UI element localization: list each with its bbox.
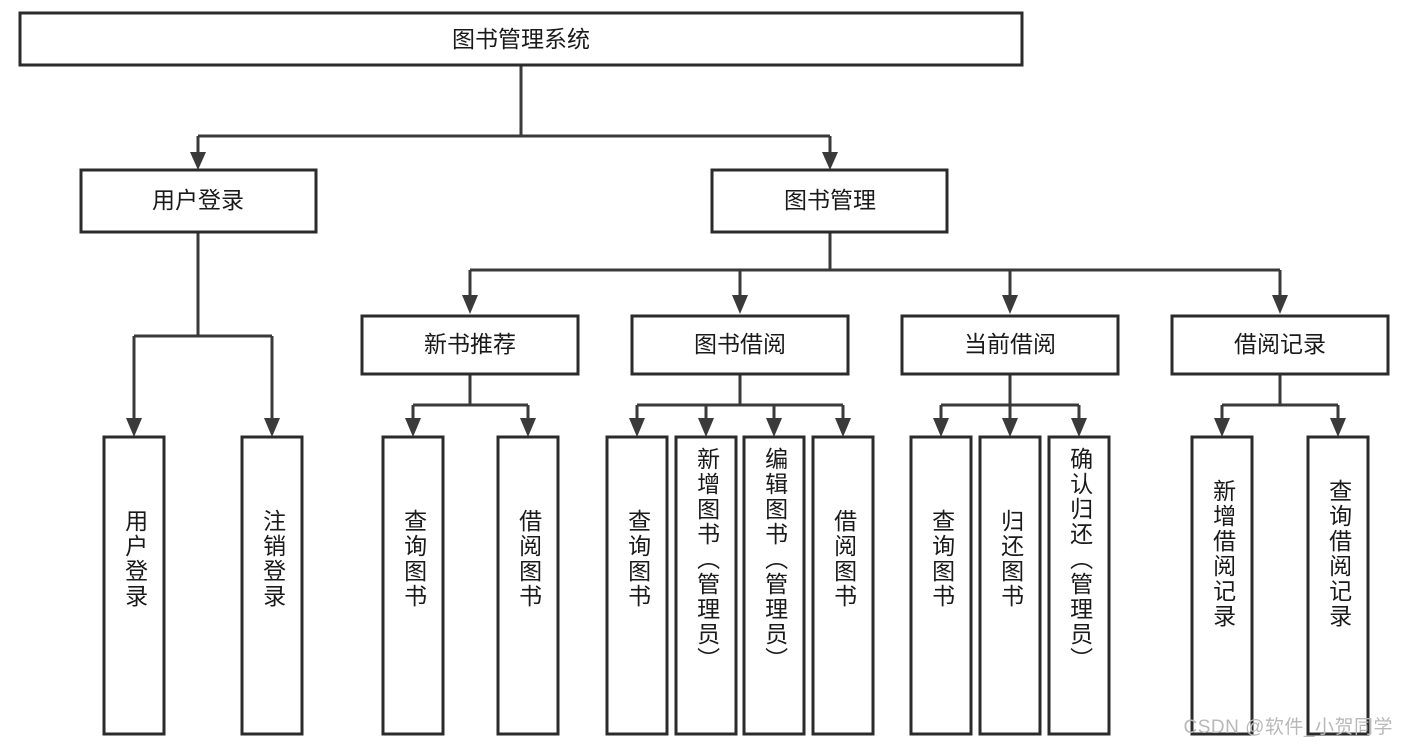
node-new-book-recommend[interactable]: 新书推荐 [360, 314, 580, 376]
leaf-box-book-borrow-4[interactable] [811, 435, 875, 736]
leaf-box-user-login-1[interactable] [102, 435, 166, 736]
leaf-box-book-borrow-3[interactable] [742, 435, 806, 736]
node-current-borrow[interactable]: 当前借阅 [900, 314, 1120, 376]
leaf-box-book-borrow-1[interactable] [605, 435, 669, 736]
leaf-box-current-borrow-1[interactable] [909, 435, 973, 736]
connector-user-login-to-leaves [126, 232, 280, 437]
connector-new-book-to-leaves [405, 374, 536, 437]
node-book-management[interactable]: 图书管理 [710, 168, 949, 234]
leaf-box-new-book-1[interactable] [381, 435, 445, 736]
node-root-label: 图书管理系统 [452, 26, 590, 52]
leaf-box-new-book-2[interactable] [496, 435, 560, 736]
connector-borrow-record-to-leaves [1214, 374, 1346, 437]
connector-book-borrow-to-leaves [629, 374, 851, 437]
node-root[interactable]: 图书管理系统 [18, 11, 1024, 67]
connector-current-borrow-to-leaves [933, 374, 1087, 437]
node-user-login-label: 用户登录 [152, 187, 244, 213]
leaf-box-book-borrow-2[interactable] [674, 435, 738, 736]
leaf-box-borrow-record-2[interactable] [1306, 435, 1370, 736]
node-borrow-record[interactable]: 借阅记录 [1170, 314, 1390, 376]
leaf-box-current-borrow-3[interactable] [1047, 435, 1111, 736]
node-user-login[interactable]: 用户登录 [79, 168, 318, 234]
node-current-borrow-label: 当前借阅 [964, 331, 1056, 357]
node-book-management-label: 图书管理 [784, 187, 876, 213]
node-new-book-recommend-label: 新书推荐 [424, 331, 516, 357]
leaf-box-user-login-2[interactable] [240, 435, 304, 736]
node-borrow-record-label: 借阅记录 [1234, 331, 1326, 357]
node-book-borrow-label: 图书借阅 [694, 331, 786, 357]
leaf-box-current-borrow-2[interactable] [978, 435, 1042, 736]
connector-root-to-level2 [190, 65, 838, 170]
leaf-box-borrow-record-1[interactable] [1190, 435, 1254, 736]
watermark: CSDN @软件_小贺同学 [1183, 717, 1393, 738]
connector-level2-books-to-level3 [462, 232, 1288, 314]
node-book-borrow[interactable]: 图书借阅 [630, 314, 850, 376]
